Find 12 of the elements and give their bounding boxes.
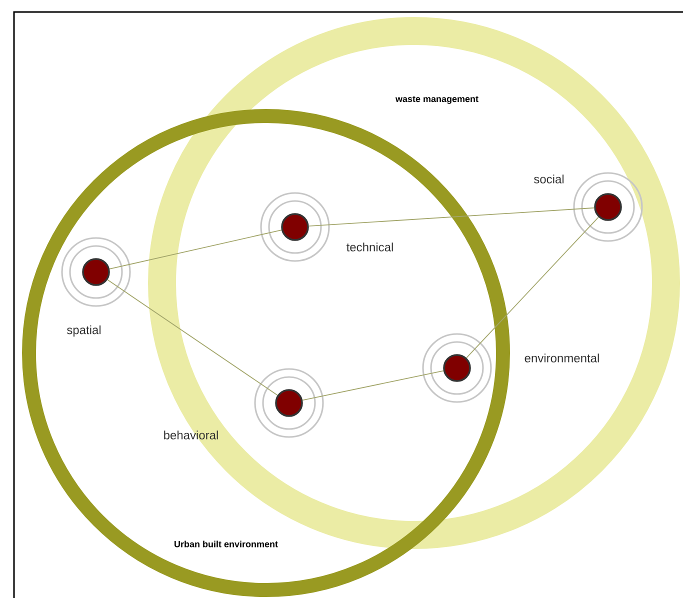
connector-line [308, 207, 595, 227]
connector-line [302, 370, 444, 401]
dot-label: social [534, 174, 564, 184]
dot-label: technical [346, 242, 393, 252]
dot-label: environmental [524, 354, 599, 362]
ring-title: Urban built environment [174, 540, 278, 548]
connector-line [107, 279, 278, 396]
connector-line [466, 216, 599, 358]
dot-label: behavioral [164, 430, 218, 440]
ring-title: waste management [395, 96, 478, 104]
connector-line [109, 230, 282, 270]
dot-label: spatial [66, 325, 101, 337]
